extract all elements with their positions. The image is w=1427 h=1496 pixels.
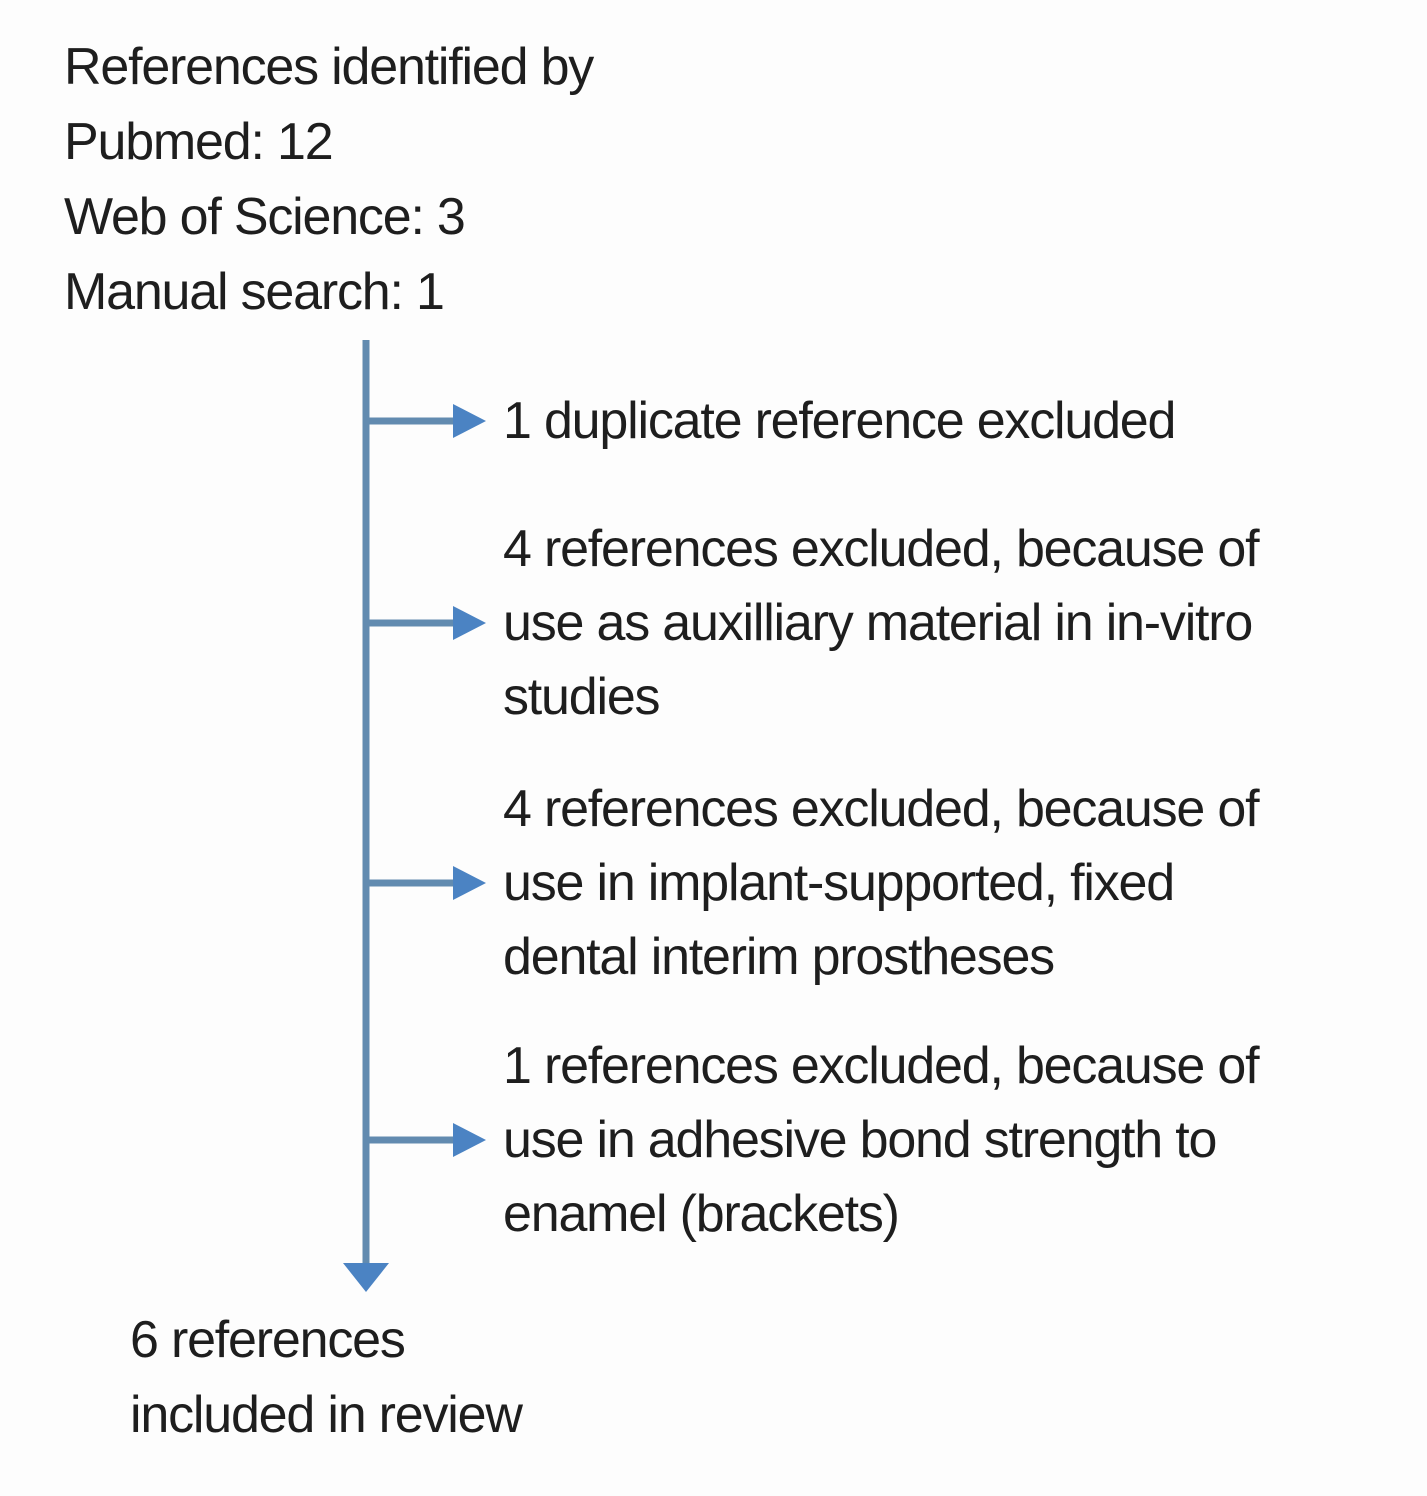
inclusion-result: 6 references included in review (130, 1311, 523, 1444)
arrow-down-icon (343, 1263, 389, 1292)
arrow-right-icon (453, 606, 486, 640)
exclusion-note-duplicates: 1 duplicate reference excluded (503, 392, 1176, 450)
identification-summary: References identified by Pubmed: 12 Web … (64, 38, 594, 321)
arrow-right-icon (453, 404, 486, 438)
arrow-right-icon (453, 866, 486, 900)
exclusion-note-auxilliary-material: 4 references excluded, because of use as… (503, 520, 1260, 726)
exclusion-note-implant-supported: 4 references excluded, because of use in… (503, 780, 1260, 986)
arrow-right-icon (453, 1123, 486, 1157)
exclusion-note-bond-strength: 1 references excluded, because of use in… (503, 1037, 1260, 1243)
